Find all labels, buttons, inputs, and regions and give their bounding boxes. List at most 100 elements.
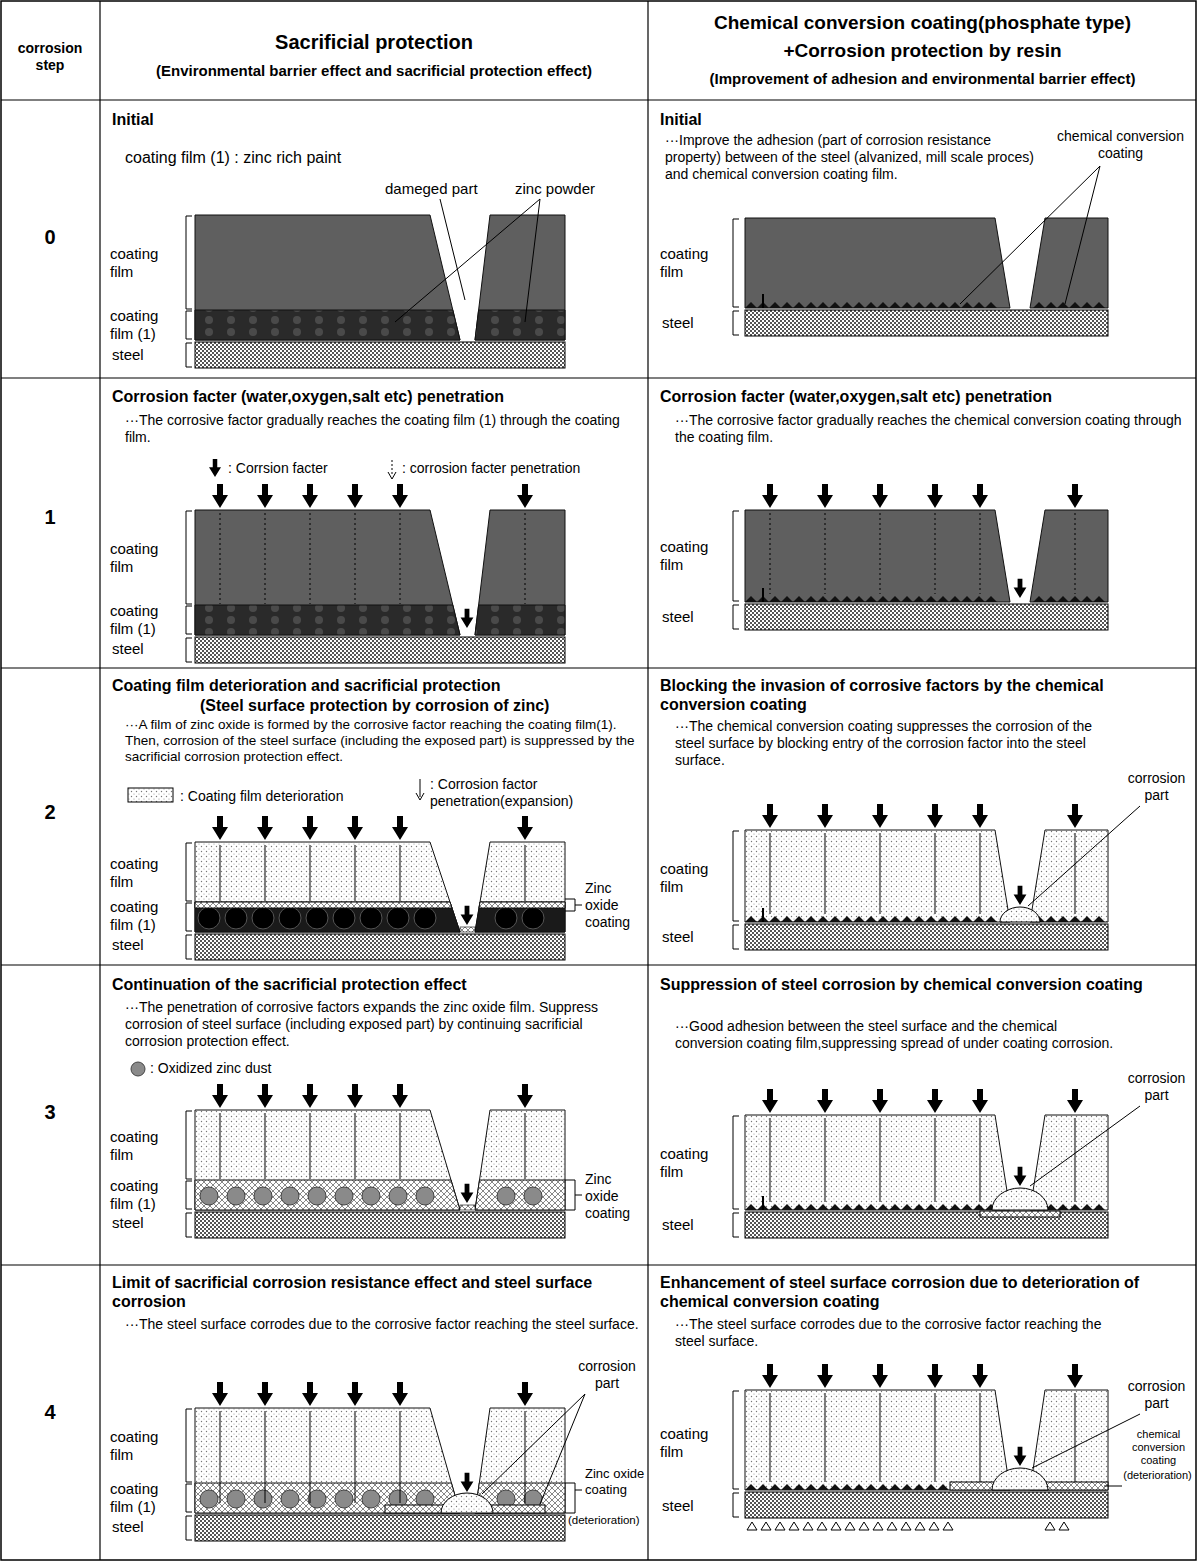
coating-film xyxy=(745,830,1010,922)
corrosion-factor-arrow xyxy=(392,816,408,840)
zinc-particle xyxy=(308,1187,326,1205)
leader-line xyxy=(1032,1414,1140,1468)
layer-bracket xyxy=(733,831,739,921)
layer-bracket xyxy=(186,343,192,367)
heading-text: +Corrosion protection by resin xyxy=(650,40,1195,63)
penetration-line xyxy=(220,1113,221,1179)
penetration-line xyxy=(1075,833,1076,914)
layer-bracket xyxy=(186,1484,192,1512)
corrosion-factor-arrow xyxy=(762,804,778,828)
penetration-line xyxy=(825,1118,826,1202)
label-text: Zinc oxide coating xyxy=(585,880,645,930)
corrosion-factor-arrow xyxy=(1067,1089,1083,1113)
heading-text: (Environmental barrier effect and sacrif… xyxy=(102,62,646,80)
layer-bracket xyxy=(186,1516,192,1540)
heading-text: Suppression of steel corrosion by chemic… xyxy=(660,975,1190,994)
zinc-oxide-film xyxy=(460,1205,475,1210)
corrosion-factor-arrow xyxy=(817,1089,833,1113)
zinc-rich-layer xyxy=(475,902,565,932)
penetration-line xyxy=(880,513,881,594)
leader-line xyxy=(960,166,1100,304)
conversion-coating xyxy=(745,596,997,602)
corrosion-factor-arrow xyxy=(762,1089,778,1113)
label-text: zinc powder xyxy=(515,180,640,198)
label-text: steel xyxy=(112,1518,182,1536)
steel-corrosion-mark xyxy=(1059,1522,1069,1530)
coating-film xyxy=(475,1110,565,1210)
steel-corrosion-mark xyxy=(887,1522,897,1530)
label-text: (deterioration) xyxy=(1118,1469,1197,1482)
label-text: Zinc oxide coating xyxy=(585,1466,645,1497)
coating-film xyxy=(195,510,460,635)
steel-corrosion-mark xyxy=(1045,1522,1055,1530)
layer-bracket xyxy=(733,511,739,601)
label-text: steel xyxy=(112,936,182,954)
coating-film xyxy=(745,1115,1010,1210)
layer-bracket xyxy=(186,606,192,634)
label-text: ···The corrosive factor gradually reache… xyxy=(125,412,637,446)
zinc-particle xyxy=(198,907,220,929)
corrosion-factor-arrow xyxy=(1014,1447,1027,1466)
corrosion-factor-arrow xyxy=(972,1364,988,1388)
grid-line xyxy=(1,99,1196,100)
corrosion-factor-arrow xyxy=(872,484,888,508)
penetration-line xyxy=(310,1113,311,1179)
label-text: corrosion part xyxy=(568,1358,646,1392)
penetration-line xyxy=(265,1113,266,1179)
zinc-particle xyxy=(308,1490,326,1508)
corrosion-factor-arrow xyxy=(817,1364,833,1388)
corrosion-factor-arrow xyxy=(212,1084,228,1108)
conversion-coating xyxy=(745,1484,949,1490)
label-text: corrosion part xyxy=(1118,1070,1195,1104)
label-text: coating film (1) xyxy=(110,1480,182,1516)
zinc-oxide-film xyxy=(195,902,452,908)
penetration-line xyxy=(525,845,526,901)
heading-text: 1 xyxy=(2,505,98,529)
zinc-particle xyxy=(279,907,301,929)
label-text: coating film xyxy=(110,540,172,576)
zinc-rich-layer xyxy=(195,605,460,635)
zinc-particle xyxy=(335,1490,353,1508)
penetration-line xyxy=(265,1411,266,1503)
heading-text: Limit of sacrificial corrosion resistanc… xyxy=(112,1273,642,1311)
penetration-line xyxy=(980,833,981,914)
zinc-particle xyxy=(389,1187,407,1205)
penetration-line xyxy=(355,1113,356,1179)
leader-line xyxy=(440,199,465,300)
grid-line xyxy=(99,1,100,1560)
penetration-line xyxy=(310,513,311,604)
corrosion-factor-arrow xyxy=(347,816,363,840)
zinc-oxide-film xyxy=(460,927,475,932)
conversion-coating xyxy=(1033,596,1105,602)
penetration-line xyxy=(935,513,936,594)
coating-tick xyxy=(762,294,764,308)
layer-bracket xyxy=(733,1116,739,1209)
corrosion-factor-arrow xyxy=(347,484,363,508)
label-text: coating film xyxy=(660,245,722,281)
corrosion-factor-arrow xyxy=(1014,579,1027,598)
penetration-line xyxy=(355,513,356,604)
layer-bracket xyxy=(186,1213,192,1237)
label-text: steel xyxy=(112,346,182,364)
layer-bracket xyxy=(733,1493,739,1517)
corrosion-factor-arrow xyxy=(1067,484,1083,508)
coating-film xyxy=(195,1110,460,1210)
corrosion-blob xyxy=(1000,907,1040,922)
zinc-rich-layer xyxy=(195,1180,460,1210)
penetration-line xyxy=(525,513,526,604)
label-text: coating film (1) : zinc rich paint xyxy=(125,148,525,167)
label-text: ···The corrosive factor gradually reache… xyxy=(675,412,1185,446)
label-text: steel xyxy=(662,1216,722,1234)
zinc-oxide-film xyxy=(479,902,565,908)
label-text: coating film (1) xyxy=(110,1177,182,1213)
layer-bracket xyxy=(733,1213,739,1237)
legend-expansion-head xyxy=(416,793,424,800)
layer-bracket xyxy=(186,1111,192,1179)
corrosion-factor-arrow xyxy=(972,1089,988,1113)
label-text: coating film xyxy=(110,855,172,891)
heading-text: Sacrificial protection xyxy=(102,30,646,54)
penetration-line xyxy=(825,1393,826,1482)
penetration-line xyxy=(935,833,936,914)
